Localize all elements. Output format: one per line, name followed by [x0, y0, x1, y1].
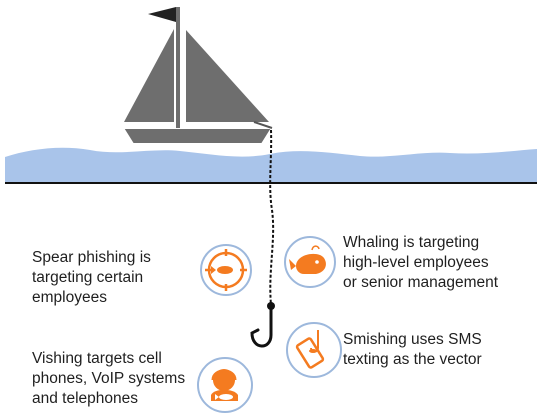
whaling-label: Whaling is targeting high-level employee… [343, 234, 499, 291]
vishing-label: Vishing targets cell phones, VoIP system… [32, 350, 186, 407]
sailboat [121, 7, 274, 145]
boat-hull [121, 127, 274, 145]
headset-fish-icon [197, 357, 253, 413]
whale-icon [284, 236, 336, 288]
sail-right [186, 30, 269, 122]
phone-hook-icon [286, 322, 342, 378]
fishing-hook [250, 308, 273, 348]
smishing-label: Smishing uses SMS texting as the vector [343, 331, 482, 368]
line-weight [267, 302, 275, 310]
fishing-rod [253, 121, 273, 129]
sail-left [124, 29, 174, 122]
target-fish-icon [200, 244, 252, 296]
spear-phishing-label: Spear phishing is targeting certain empl… [32, 249, 151, 306]
flag [148, 7, 176, 22]
fishing-line [269, 129, 275, 306]
